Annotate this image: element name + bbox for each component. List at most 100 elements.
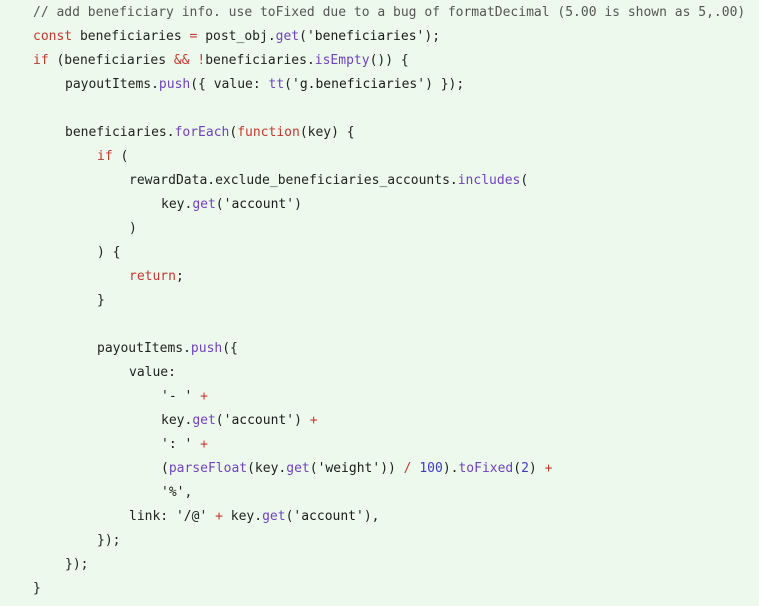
code-token: payoutItems. bbox=[97, 341, 191, 356]
code-token: parseFloat bbox=[168, 461, 248, 476]
code-token: push bbox=[158, 77, 191, 92]
code-token: ()) { bbox=[369, 53, 409, 68]
code-token: '/@' bbox=[175, 509, 208, 524]
code-line: '- ' + bbox=[0, 385, 759, 409]
code-token: ). bbox=[442, 461, 459, 476]
code-line: key.get('account') bbox=[0, 193, 759, 217]
code-token: )) bbox=[380, 461, 404, 476]
code-token: 'weight' bbox=[317, 461, 381, 476]
code-token: get bbox=[192, 413, 216, 428]
code-token: 2 bbox=[521, 461, 529, 476]
code-line: link: '/@' + key.get('account'), bbox=[0, 505, 759, 529]
code-token: }); bbox=[65, 557, 89, 572]
code-token: get bbox=[262, 509, 286, 524]
code-line: }); bbox=[0, 553, 759, 577]
code-token: '%' bbox=[161, 485, 185, 500]
code-token: value: bbox=[129, 365, 176, 380]
code-token: // add beneficiary info. use toFixed due… bbox=[33, 5, 746, 20]
code-token: key. bbox=[161, 413, 193, 428]
code-token: payoutItems. bbox=[65, 77, 159, 92]
code-token: && bbox=[173, 53, 190, 68]
code-token: 'g.beneficiaries' bbox=[292, 77, 426, 92]
code-token: ( bbox=[161, 461, 169, 476]
code-token: ) bbox=[294, 413, 310, 428]
code-line: const beneficiaries = post_obj.get('bene… bbox=[0, 25, 759, 49]
code-token: beneficiaries. bbox=[65, 125, 175, 140]
code-token bbox=[192, 437, 200, 452]
code-line: (parseFloat(key.get('weight')) / 100).to… bbox=[0, 457, 759, 481]
code-token: if bbox=[33, 53, 49, 68]
code-token: + bbox=[544, 461, 553, 476]
code-line: rewardData.exclude_beneficiaries_account… bbox=[0, 169, 759, 193]
code-token: = bbox=[189, 29, 198, 44]
code-token: ); bbox=[424, 29, 441, 44]
code-token: ( bbox=[112, 149, 129, 164]
code-line: beneficiaries.forEach(function(key) { bbox=[0, 121, 759, 145]
code-token: 'beneficiaries' bbox=[306, 29, 425, 44]
code-token: (beneficiaries bbox=[48, 53, 174, 68]
code-token: , bbox=[184, 485, 193, 500]
code-token: 100 bbox=[419, 461, 443, 476]
code-token: ) }); bbox=[425, 77, 465, 92]
code-token: beneficiaries bbox=[72, 29, 190, 44]
code-token: ; bbox=[175, 269, 184, 284]
code-token: push bbox=[190, 341, 223, 356]
code-token: ( bbox=[299, 29, 307, 44]
code-token bbox=[207, 509, 215, 524]
code-line: value: bbox=[0, 361, 759, 385]
code-token: 'account' bbox=[293, 509, 364, 524]
code-token bbox=[192, 389, 200, 404]
code-token: ({ bbox=[222, 341, 238, 356]
code-token: post_obj. bbox=[197, 29, 276, 44]
code-line: payoutItems.push({ value: tt('g.benefici… bbox=[0, 73, 759, 97]
code-token: } bbox=[33, 581, 41, 596]
code-token: ( bbox=[285, 509, 294, 524]
code-token: isEmpty bbox=[314, 53, 370, 68]
code-token: + bbox=[309, 413, 318, 428]
code-token: }); bbox=[97, 533, 121, 548]
code-token: + bbox=[200, 437, 208, 452]
code-line: return; bbox=[0, 265, 759, 289]
code-token: ({ value: bbox=[190, 77, 269, 92]
code-line: ) { bbox=[0, 241, 759, 265]
code-token: + bbox=[200, 389, 208, 404]
code-line: ': ' + bbox=[0, 433, 759, 457]
code-token: ! bbox=[197, 53, 206, 68]
code-token: get bbox=[192, 197, 216, 212]
code-token: '- ' bbox=[161, 389, 193, 404]
code-line: key.get('account') + bbox=[0, 409, 759, 433]
code-token: toFixed bbox=[458, 461, 514, 476]
code-token: } bbox=[97, 293, 105, 308]
code-line: payoutItems.push({ bbox=[0, 337, 759, 361]
code-token: 'account' bbox=[223, 197, 295, 212]
code-token: ( bbox=[215, 413, 224, 428]
code-token: ( bbox=[520, 173, 529, 188]
code-line bbox=[0, 313, 759, 337]
code-line: }); bbox=[0, 529, 759, 553]
code-token: function bbox=[237, 125, 300, 140]
code-token: / bbox=[403, 461, 412, 476]
code-token: ) bbox=[528, 461, 545, 476]
code-token: ) bbox=[129, 221, 137, 236]
code-token: forEach bbox=[174, 125, 230, 140]
code-line: } bbox=[0, 289, 759, 313]
code-token: (key. bbox=[247, 461, 287, 476]
code-token: ), bbox=[363, 509, 380, 524]
code-token: key. bbox=[161, 197, 193, 212]
code-token: ': ' bbox=[161, 437, 193, 452]
code-token: + bbox=[215, 509, 223, 524]
code-token: beneficiaries. bbox=[205, 53, 315, 68]
code-token: includes bbox=[457, 173, 521, 188]
code-token: rewardData.exclude_beneficiaries_account… bbox=[129, 173, 458, 188]
code-token: 'account' bbox=[223, 413, 295, 428]
code-line: // add beneficiary info. use toFixed due… bbox=[0, 1, 759, 25]
code-token: ( bbox=[284, 77, 292, 92]
code-token: tt bbox=[268, 77, 285, 92]
code-token: const bbox=[33, 29, 73, 44]
code-token: key. bbox=[222, 509, 263, 524]
code-token: ) { bbox=[97, 245, 121, 260]
code-line bbox=[0, 97, 759, 121]
code-line: ) bbox=[0, 217, 759, 241]
code-token: get bbox=[275, 29, 300, 44]
